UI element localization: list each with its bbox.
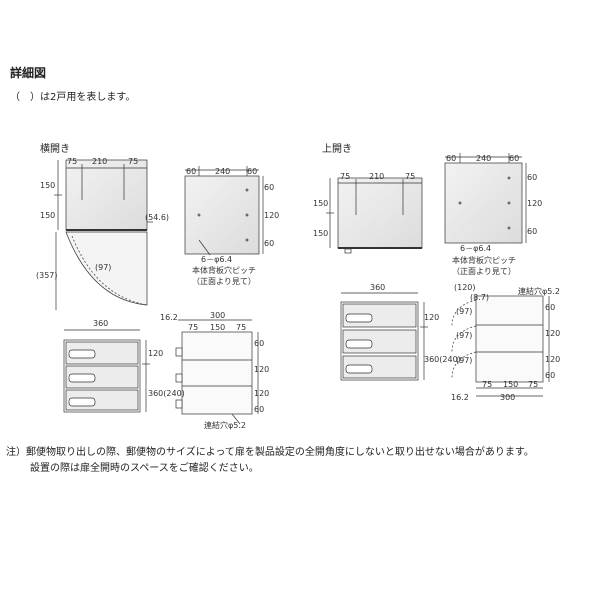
- svg-text:120: 120: [424, 313, 439, 322]
- svg-text:6－φ6.4: 6－φ6.4: [460, 244, 491, 253]
- svg-text:(357): (357): [36, 271, 58, 280]
- left-front-view: [63, 329, 150, 413]
- svg-text:60: 60: [264, 239, 274, 248]
- caution-note-line1: 注）郵便物取り出しの際、郵便物のサイズによって扉を製品設定の全開角度にしないと取…: [6, 447, 534, 458]
- svg-text:75: 75: [67, 157, 77, 166]
- svg-text:60: 60: [254, 339, 264, 348]
- left-side-view: [175, 319, 259, 425]
- legend-note: （ ）は2戸用を表します。: [10, 92, 136, 103]
- right-front-view: [340, 292, 428, 381]
- svg-text:150: 150: [503, 380, 518, 389]
- svg-text:240: 240: [215, 167, 230, 176]
- svg-text:60: 60: [186, 167, 196, 176]
- svg-text:360(240): 360(240): [148, 389, 185, 398]
- svg-text:120: 120: [545, 329, 560, 338]
- svg-text:120: 120: [254, 365, 269, 374]
- svg-text:(8.7): (8.7): [470, 293, 489, 302]
- svg-text:150: 150: [40, 181, 55, 190]
- svg-text:120: 120: [148, 349, 163, 358]
- svg-text:60: 60: [545, 371, 555, 380]
- svg-text:(97): (97): [456, 331, 472, 340]
- svg-text:(120): (120): [454, 283, 476, 292]
- svg-text:300: 300: [500, 393, 515, 402]
- svg-text:150: 150: [313, 229, 328, 238]
- svg-text:210: 210: [369, 172, 384, 181]
- svg-text:150: 150: [40, 211, 55, 220]
- section-title-top-open: 上開き: [322, 144, 352, 155]
- section-title-side-open: 横開き: [40, 144, 70, 155]
- svg-text:120: 120: [264, 211, 279, 220]
- svg-text:240: 240: [476, 154, 491, 163]
- svg-text:75: 75: [188, 323, 198, 332]
- svg-text:60: 60: [545, 303, 555, 312]
- svg-text:75: 75: [128, 157, 138, 166]
- svg-text:(54.6): (54.6): [145, 213, 169, 222]
- svg-text:60: 60: [254, 405, 264, 414]
- svg-text:16.2: 16.2: [451, 393, 469, 402]
- svg-text:60: 60: [247, 167, 257, 176]
- svg-text:(97): (97): [456, 356, 472, 365]
- svg-text:75: 75: [405, 172, 415, 181]
- svg-text:(97): (97): [95, 263, 111, 272]
- svg-text:60: 60: [264, 183, 274, 192]
- dimension-labels: 75 210 75 150 150 (54.6) (357) (97) 60 2…: [36, 154, 560, 430]
- svg-text:6－φ6.4: 6－φ6.4: [201, 255, 232, 264]
- svg-text:150: 150: [210, 323, 225, 332]
- svg-text:120: 120: [254, 389, 269, 398]
- right-top-view: [326, 177, 423, 254]
- svg-text:連結穴φ5.2: 連結穴φ5.2: [518, 286, 560, 296]
- svg-text:60: 60: [527, 173, 537, 182]
- svg-text:75: 75: [482, 380, 492, 389]
- svg-text:60: 60: [446, 154, 456, 163]
- left-top-view: [54, 159, 153, 310]
- page-title: 詳細図: [10, 66, 47, 80]
- svg-text:16.2: 16.2: [160, 313, 178, 322]
- svg-text:（正面より見て）: （正面より見て）: [452, 267, 516, 276]
- svg-text:本体背板穴ピッチ: 本体背板穴ピッチ: [452, 255, 516, 265]
- right-back-view: [444, 153, 527, 244]
- svg-text:60: 60: [509, 154, 519, 163]
- svg-text:360(240): 360(240): [424, 355, 461, 364]
- caution-note-line2: 設置の際は扉全開時のスペースをご確認ください。: [30, 463, 259, 474]
- svg-text:210: 210: [92, 157, 107, 166]
- svg-text:連結穴φ5.2: 連結穴φ5.2: [204, 420, 246, 430]
- svg-text:75: 75: [340, 172, 350, 181]
- right-side-view: [451, 295, 550, 397]
- svg-text:360: 360: [370, 283, 385, 292]
- svg-text:300: 300: [210, 311, 225, 320]
- svg-text:360: 360: [93, 319, 108, 328]
- svg-text:(97): (97): [456, 307, 472, 316]
- svg-text:75: 75: [528, 380, 538, 389]
- svg-text:（正面より見て）: （正面より見て）: [192, 277, 256, 286]
- svg-text:75: 75: [236, 323, 246, 332]
- svg-text:150: 150: [313, 199, 328, 208]
- left-back-view: [184, 166, 264, 256]
- svg-text:本体背板穴ピッチ: 本体背板穴ピッチ: [192, 265, 256, 275]
- svg-text:120: 120: [527, 199, 542, 208]
- svg-text:120: 120: [545, 355, 560, 364]
- svg-text:60: 60: [527, 227, 537, 236]
